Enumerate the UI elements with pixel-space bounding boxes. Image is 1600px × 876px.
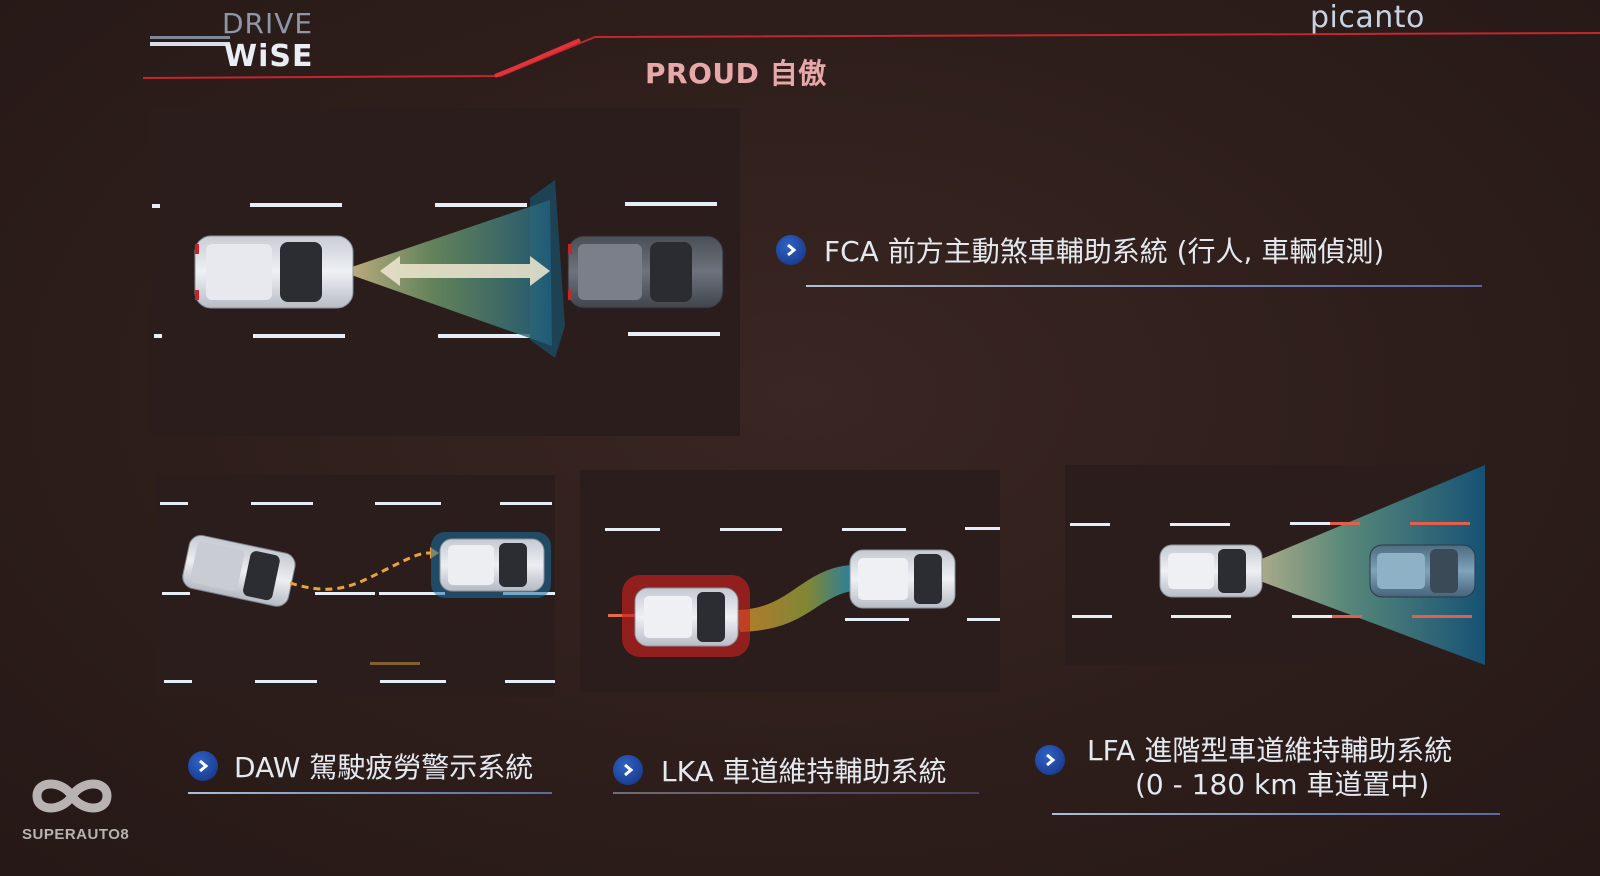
page-title: PROUD 自傲 xyxy=(645,57,827,90)
logo-bar xyxy=(150,36,230,39)
logo-line1: DRIVE xyxy=(222,7,314,40)
infinity-icon xyxy=(32,779,112,813)
chevron-right-icon xyxy=(776,235,806,265)
feature-label: DAW 駕駛疲勞警示系統 xyxy=(234,751,534,784)
feature-label-line2: (0 - 180 km 車道置中) xyxy=(1135,768,1430,801)
watermark: SUPERAUTO8 xyxy=(22,772,130,843)
logo-bar xyxy=(150,42,230,46)
daw-illustration xyxy=(155,475,555,697)
feature-label: FCA 前方主動煞車輔助系統 (行人, 車輛偵測) xyxy=(824,235,1385,268)
feature-fca: FCA 前方主動煞車輔助系統 (行人, 車輛偵測) xyxy=(776,230,1384,270)
chevron-right-icon xyxy=(188,751,218,781)
chevron-right-icon xyxy=(613,755,643,785)
fca-illustration xyxy=(150,108,740,436)
feature-lka: LKA 車道維持輔助系統 xyxy=(613,750,947,790)
divider xyxy=(613,792,979,794)
lka-illustration xyxy=(580,470,1000,692)
brand-logo: picanto xyxy=(1310,0,1425,35)
divider xyxy=(1052,813,1500,815)
logo-line2: WiSE xyxy=(224,39,314,74)
feature-label-line1: LFA 進階型車道維持輔助系統 xyxy=(1087,734,1453,767)
drive-wise-logo: DRIVE WiSE xyxy=(150,8,320,72)
divider xyxy=(806,285,1482,287)
feature-daw: DAW 駕駛疲勞警示系統 xyxy=(188,746,533,786)
chevron-right-icon xyxy=(1035,745,1065,775)
divider xyxy=(188,792,552,794)
watermark-text: SUPERAUTO8 xyxy=(22,826,130,843)
feature-label: LKA 車道維持輔助系統 xyxy=(661,755,947,788)
lfa-illustration xyxy=(1065,465,1485,665)
